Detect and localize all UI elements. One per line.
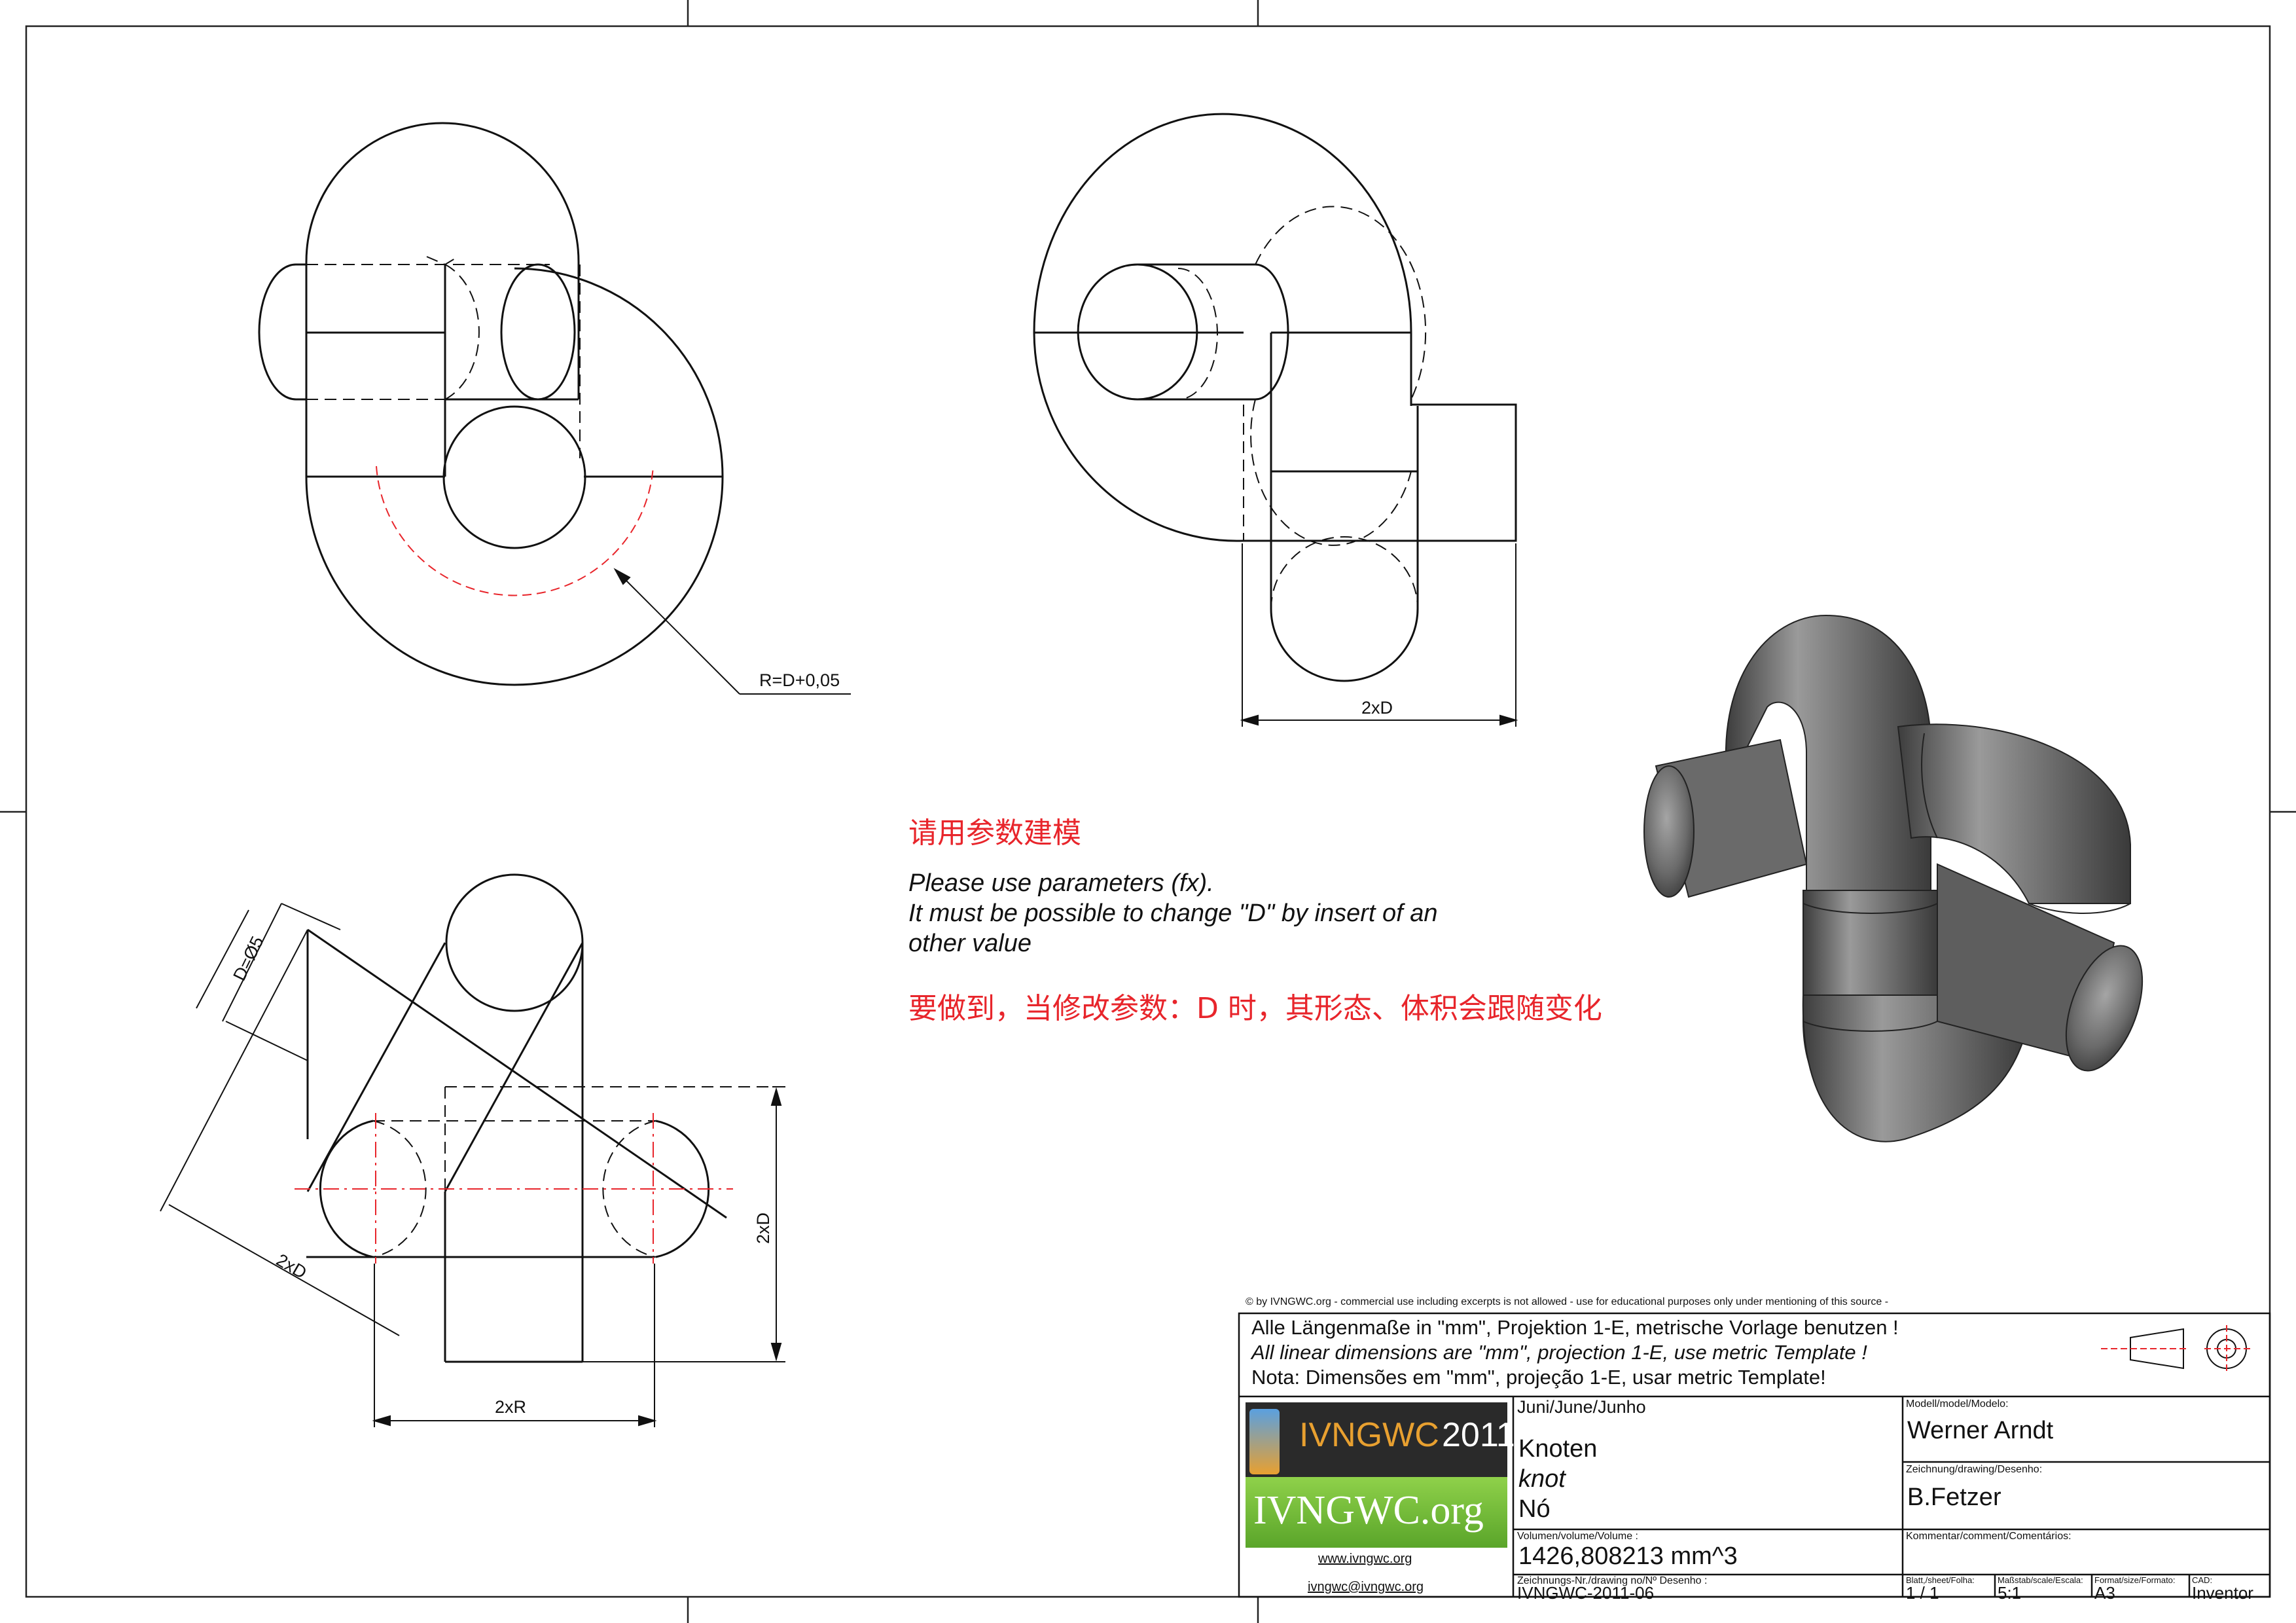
- top-view-dimensions: [160, 903, 785, 1427]
- width-dim-label: 2xD: [1361, 698, 1393, 718]
- drawing-by-value: B.Fetzer: [1907, 1484, 2001, 1511]
- front-view: [258, 122, 724, 686]
- scale-value: 5:1: [1998, 1583, 2022, 1603]
- logo-org: IVNGWC.org: [1253, 1488, 1484, 1533]
- units-note-en: All linear dimensions are "mm", projecti…: [1251, 1341, 1867, 1364]
- drawing-no-value: IVNGWC-2011-06: [1517, 1583, 1655, 1603]
- model-label: Modell/model/Modelo:: [1906, 1398, 2009, 1410]
- width-dimension: [1240, 543, 1518, 727]
- en-note-line3: other value: [908, 930, 1032, 957]
- drawing-by-label: Zeichnung/drawing/Desenho:: [1906, 1464, 2043, 1475]
- top-view-hidden: [372, 1086, 772, 1258]
- diag-dim-label: 2xD: [273, 1250, 310, 1283]
- title-block-frame: [1238, 1312, 2271, 1598]
- cn-title-note: 请用参数建模: [908, 816, 1081, 850]
- comment-label: Kommentar/comment/Comentários:: [1906, 1531, 2072, 1542]
- format-value: A3: [2094, 1583, 2115, 1603]
- copyright-notice: © by IVNGWC.org - commercial use includi…: [1246, 1296, 1889, 1307]
- top-view-centerlines: [295, 1113, 733, 1264]
- cn-requirement-note: 要做到，当修改参数：D 时，其形态、体积会跟随变化: [908, 992, 1602, 1025]
- website-link[interactable]: www.ivngwc.org: [1318, 1552, 1412, 1566]
- logo-figure-icon: [1249, 1409, 1280, 1474]
- volume-label: Volumen/volume/Volume :: [1517, 1531, 1638, 1542]
- logo-title: IVNGWC: [1299, 1416, 1439, 1454]
- title-pt: Nó: [1518, 1495, 1551, 1523]
- title-de: Knoten: [1518, 1435, 1598, 1463]
- model-value: Werner Arndt: [1907, 1417, 2054, 1444]
- logo-year: 2011: [1442, 1416, 1515, 1454]
- front-view-centerline: [376, 465, 654, 596]
- radius-dim-label: R=D+0,05: [759, 670, 840, 690]
- logo-green-band: IVNGWC.org: [1246, 1477, 1507, 1548]
- projection-symbol-icon: [2101, 1325, 2250, 1372]
- email-link[interactable]: ivngwc@ivngwc.org: [1308, 1580, 1424, 1594]
- radius-leader: [613, 568, 851, 695]
- side-view: [1033, 113, 1517, 682]
- side-view-hidden: [1177, 206, 1427, 610]
- drawing-no-label: Zeichnungs-Nr./drawing no/Nº Desenho :: [1517, 1575, 1708, 1586]
- top-view: [306, 873, 727, 1363]
- date-label: Juni/June/Junho: [1517, 1397, 1646, 1417]
- en-note-line1: Please use parameters (fx).: [908, 869, 1214, 897]
- en-note-line2: It must be possible to change "D" by ins…: [908, 900, 1438, 927]
- units-note-pt: Nota: Dimensões em "mm", projeção 1-E, u…: [1251, 1366, 1826, 1389]
- knot-3d-render: [1643, 614, 2144, 1142]
- title-en: knot: [1518, 1465, 1566, 1493]
- sheet-label: Blatt,/sheet/Folha:: [1906, 1575, 1975, 1585]
- diameter-dim-label: D=Ø5: [229, 933, 267, 983]
- cad-label: CAD:: [2192, 1575, 2213, 1585]
- units-note-de: Alle Längenmaße in "mm", Projektion 1-E,…: [1251, 1316, 1899, 1339]
- cad-value: Inventor: [2192, 1583, 2253, 1603]
- ivngwc-logo: IVNGWC 2011 IVNGWC.org: [1246, 1402, 1515, 1548]
- vertical-dim-label: 2xD: [753, 1213, 773, 1244]
- radius-span-dim-label: 2xR: [495, 1397, 526, 1417]
- format-label: Format/size/Formato:: [2094, 1575, 2176, 1585]
- sheet-value: 1 / 1: [1906, 1583, 1939, 1603]
- front-view-hidden: [306, 256, 581, 458]
- volume-value: 1426,808213 mm^3: [1518, 1542, 1738, 1570]
- scale-label: Maßstab/scale/Escala:: [1998, 1575, 2083, 1585]
